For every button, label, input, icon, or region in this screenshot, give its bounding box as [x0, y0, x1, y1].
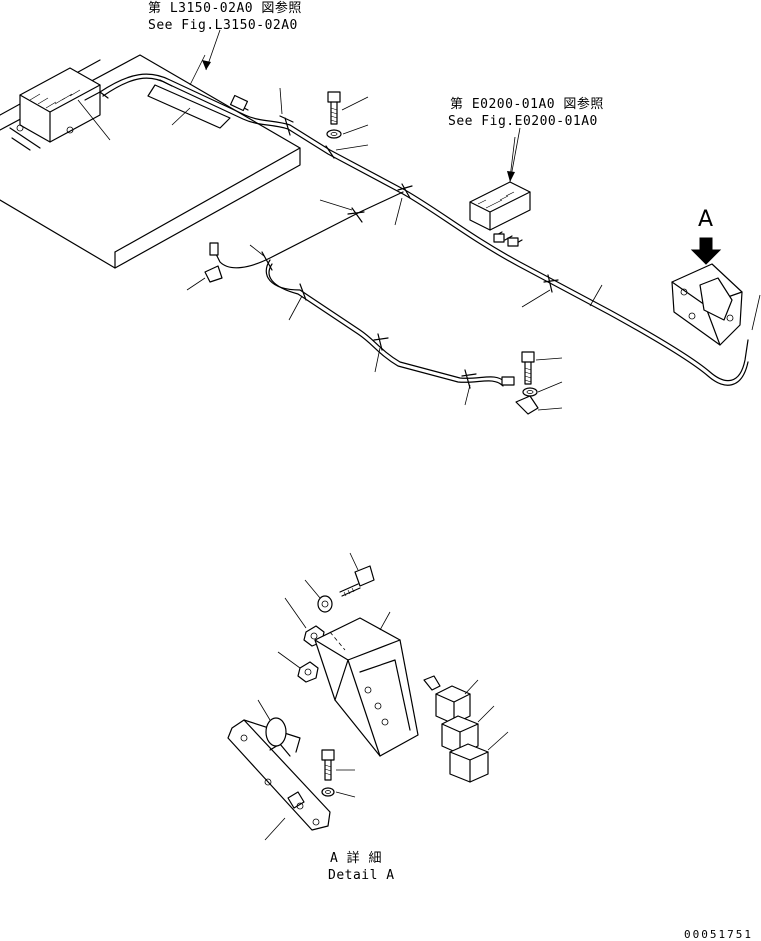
connector-block: [469, 181, 531, 247]
mounting-bracket: [147, 79, 249, 129]
detail-switch-3: [449, 731, 509, 783]
drawing-number: 00051751: [684, 928, 753, 941]
view-marker-label: A: [698, 207, 713, 232]
detail-housing: [314, 611, 419, 757]
wiring-harness-main: [99, 73, 749, 386]
switch-panel: [671, 263, 743, 346]
detail-washer: [304, 579, 333, 613]
detail-nut-mid: [277, 651, 319, 683]
detail-title-en: Detail A: [328, 868, 395, 883]
reference-top-jp: 第 L3150-02A0 図参照: [148, 0, 302, 16]
detail-title-jp: A 詳 細: [330, 850, 382, 866]
detail-plate: [227, 699, 331, 841]
reference-right-jp: 第 E0200-01A0 図参照: [450, 96, 604, 112]
bolt-top: [326, 91, 342, 139]
detail-bolt: [339, 552, 375, 597]
view-arrow: A: [690, 207, 722, 265]
detail-bolt-lower: [321, 749, 356, 798]
leader-lines-top: [77, 54, 761, 411]
reference-right-en: See Fig.E0200-01A0: [448, 114, 598, 129]
reference-right-arrowhead: [507, 171, 515, 182]
reference-top-arrowhead: [202, 60, 211, 70]
relay-box: [9, 67, 109, 151]
wiring-harness-branch: [204, 191, 515, 389]
detail-switch-1: [423, 675, 479, 725]
reference-top-en: See Fig.L3150-02A0: [148, 18, 298, 33]
bolt-bottom: [515, 351, 539, 415]
